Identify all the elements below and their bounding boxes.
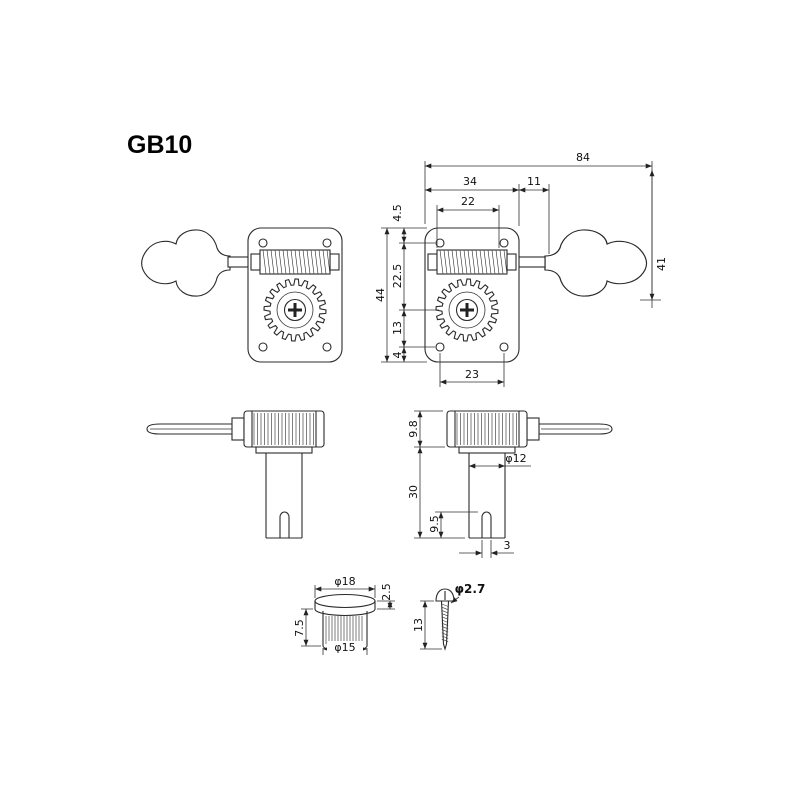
dim-body-diameter: φ15	[334, 641, 355, 654]
post-flange	[458, 446, 516, 454]
worm-hatching	[439, 249, 508, 275]
dim-gear-to-hole-bottom: 13	[391, 321, 404, 335]
screw-view: 13 φ2.7	[412, 582, 486, 651]
dim-screw-length: 13	[412, 618, 425, 632]
page-title: GB10	[127, 131, 192, 159]
key-shaft	[518, 256, 546, 268]
dim-worm-span: 22	[461, 195, 475, 208]
worm-bearing	[329, 253, 340, 271]
leader-screw-diameter	[450, 596, 460, 604]
gear-inner-circle	[448, 291, 486, 329]
screw-threads	[441, 603, 449, 643]
dim-screw-diameter: φ2.7	[455, 582, 486, 596]
dim-bottom-hole-span: 23	[465, 368, 479, 381]
dim-key-length: 41	[655, 257, 668, 271]
dim-hole-to-edge-bottom: 4	[391, 352, 404, 359]
string-post	[265, 453, 303, 539]
dim-post-diameter: φ12	[505, 452, 526, 465]
housing-flanges	[251, 411, 317, 447]
dim-plate-to-key: 11	[527, 175, 541, 188]
string-slot	[279, 511, 290, 538]
dim-total-width: 84	[576, 151, 590, 164]
tuner-key	[141, 229, 231, 297]
dim-head-height: 2.5	[380, 583, 393, 601]
gear-inner-circle	[276, 291, 314, 329]
post-flange	[255, 446, 313, 454]
dim-text-backing	[327, 641, 363, 653]
front-view-left	[141, 227, 343, 363]
bushing-barrel	[322, 611, 368, 646]
dim-hole-to-gear: 22.5	[391, 264, 404, 289]
screw-hole	[258, 238, 268, 248]
string-slot	[481, 511, 492, 538]
front-view-right	[424, 227, 648, 363]
gear-housing	[243, 410, 325, 448]
key-collar	[526, 417, 540, 441]
side-view-right	[446, 410, 613, 539]
worm-bearing	[506, 253, 517, 271]
bushing-view: φ18 2.5 7.5 φ15	[293, 575, 395, 655]
gear-housing	[446, 410, 528, 448]
key-shaft	[227, 256, 251, 268]
dim-plate-height: 44	[374, 288, 387, 302]
dim-head-diameter: φ18	[334, 575, 355, 588]
phillips-cross-icon	[288, 303, 302, 317]
housing-hatching	[456, 413, 517, 445]
screw-hole	[435, 238, 445, 248]
screw-hole	[322, 238, 332, 248]
housing-hatching	[253, 413, 314, 445]
screw-hole	[435, 342, 445, 352]
bushing-head-side	[314, 601, 376, 609]
front-view-dimensions: 84 34 11 22 4.5 22.5 44 13 4 23 41	[374, 151, 668, 387]
extension-lines	[414, 410, 492, 558]
screw-hole	[499, 342, 509, 352]
screw-hole	[499, 238, 509, 248]
worm-bearing	[250, 253, 261, 271]
bushing-head-bottom	[314, 608, 376, 617]
side-view-left	[146, 410, 325, 539]
bushing-head-top	[314, 593, 376, 609]
worm-bearing	[427, 253, 438, 271]
dim-post-length: 30	[407, 485, 420, 499]
worm-hatching	[262, 249, 331, 275]
housing-flanges	[454, 411, 520, 447]
bushing-knurl	[325, 616, 363, 644]
phillips-cross-icon	[460, 303, 474, 317]
key-collar	[231, 417, 245, 441]
side-view-dimensions: 9.8 30 9.5 φ12 3	[407, 410, 531, 558]
tuner-key	[544, 229, 648, 297]
dim-edge-to-hole-top: 4.5	[391, 204, 404, 222]
screw-hole	[258, 342, 268, 352]
dim-slot-width: 3	[504, 539, 511, 552]
dim-plate-width: 34	[463, 175, 477, 188]
dim-slot-depth: 9.5	[428, 515, 441, 533]
dim-housing-height: 9.8	[407, 420, 420, 438]
screw-hole	[322, 342, 332, 352]
dim-body-height: 7.5	[293, 619, 306, 637]
